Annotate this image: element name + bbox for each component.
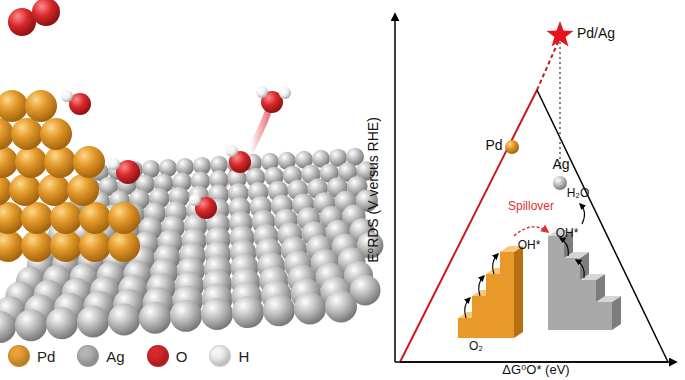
volcano-right-branch [537,90,668,362]
pd-atom [67,174,99,206]
ag-atom [232,296,264,328]
drop-line [559,42,560,172]
legend-item: Pd [8,345,55,367]
ag-step [596,296,621,302]
hydrogen-atom [189,194,201,206]
ag-step [564,258,580,330]
legend-text: Ag [106,348,124,365]
hydrogen-atom [279,87,291,99]
legend-text: O [176,348,188,365]
pd-atom [21,230,53,262]
ag-atom [139,302,171,334]
ag-atom [325,291,357,323]
legend-swatch [209,345,231,367]
pd-atom [44,146,76,178]
oxygen-atom [8,8,36,36]
ag-atom [108,304,140,336]
species-label: H₂O [567,187,590,200]
pd-step [514,246,523,338]
ag-step [548,236,564,330]
legend-item: Ag [77,345,124,367]
pd-atom [73,146,105,178]
oxygen-atom [32,0,60,26]
legend-item: H [209,345,249,367]
pd-atom [9,174,41,206]
ag-atom [263,294,295,326]
volcano-plot [395,14,676,362]
axis-label: E⁰RDS (V versus RHE) [366,117,381,263]
ag-point [553,176,567,190]
pd-step [472,296,486,338]
pd-atom [108,202,140,234]
ag-atom [46,307,78,339]
pd-atom [11,118,43,150]
axis-label: ΔG⁰O* (eV) [502,363,569,377]
pd-atom [15,146,47,178]
ag-step [596,302,612,330]
pd-atom [0,90,28,122]
species-label: OH* [556,227,579,240]
y-axis [394,14,396,362]
ag-atom [201,298,233,330]
pd-atom [25,90,57,122]
pdag-star [547,21,574,47]
hydrogen-atom [108,158,120,170]
ag-atom [294,292,326,324]
pd-step [458,318,472,338]
step-arrow [576,260,584,278]
motion-trail [250,112,268,152]
pd-atom [0,230,24,262]
pd-atom [108,230,140,262]
species-label: O₂ [469,340,483,353]
legend-swatch [8,345,30,367]
pd-atom [21,202,53,234]
pd-step [500,252,514,338]
step-arrow [493,254,498,274]
legend-swatch [147,345,169,367]
extrapolation [537,40,559,90]
ag-atom [15,309,47,341]
step-arrow [465,298,470,318]
legend: Pd Ag O H [8,345,271,367]
ag-atom [77,305,109,337]
legend-text: Pd [37,348,55,365]
pd-atom [79,202,111,234]
legend-text: H [238,348,249,365]
hydrogen-atom [226,145,238,157]
point-label: Ag [552,157,569,172]
step-arrow [479,276,484,296]
pd-atom [40,118,72,150]
pd-atom [38,174,70,206]
point-label: Pd/Ag [577,26,615,41]
species-label: OH* [518,239,541,252]
ag-atom [170,300,202,332]
hydrogen-atom [256,86,268,98]
spillover-arrow [514,227,548,236]
step-arrow [580,204,585,224]
pd-atom [79,230,111,262]
volcano-left-branch [400,90,537,362]
ag-atom [0,311,16,343]
annotation: Spillover [508,200,554,213]
step-arrow [560,238,568,256]
point-label: Pd [485,138,502,153]
pd-atom [0,202,24,234]
pd-atom [50,202,82,234]
hydrogen-atom [61,90,73,102]
legend-item: O [147,345,188,367]
pd-atom [50,230,82,262]
ag-step [580,280,596,330]
legend-swatch [77,345,99,367]
pd-step [486,274,500,338]
pd-point [505,140,519,154]
